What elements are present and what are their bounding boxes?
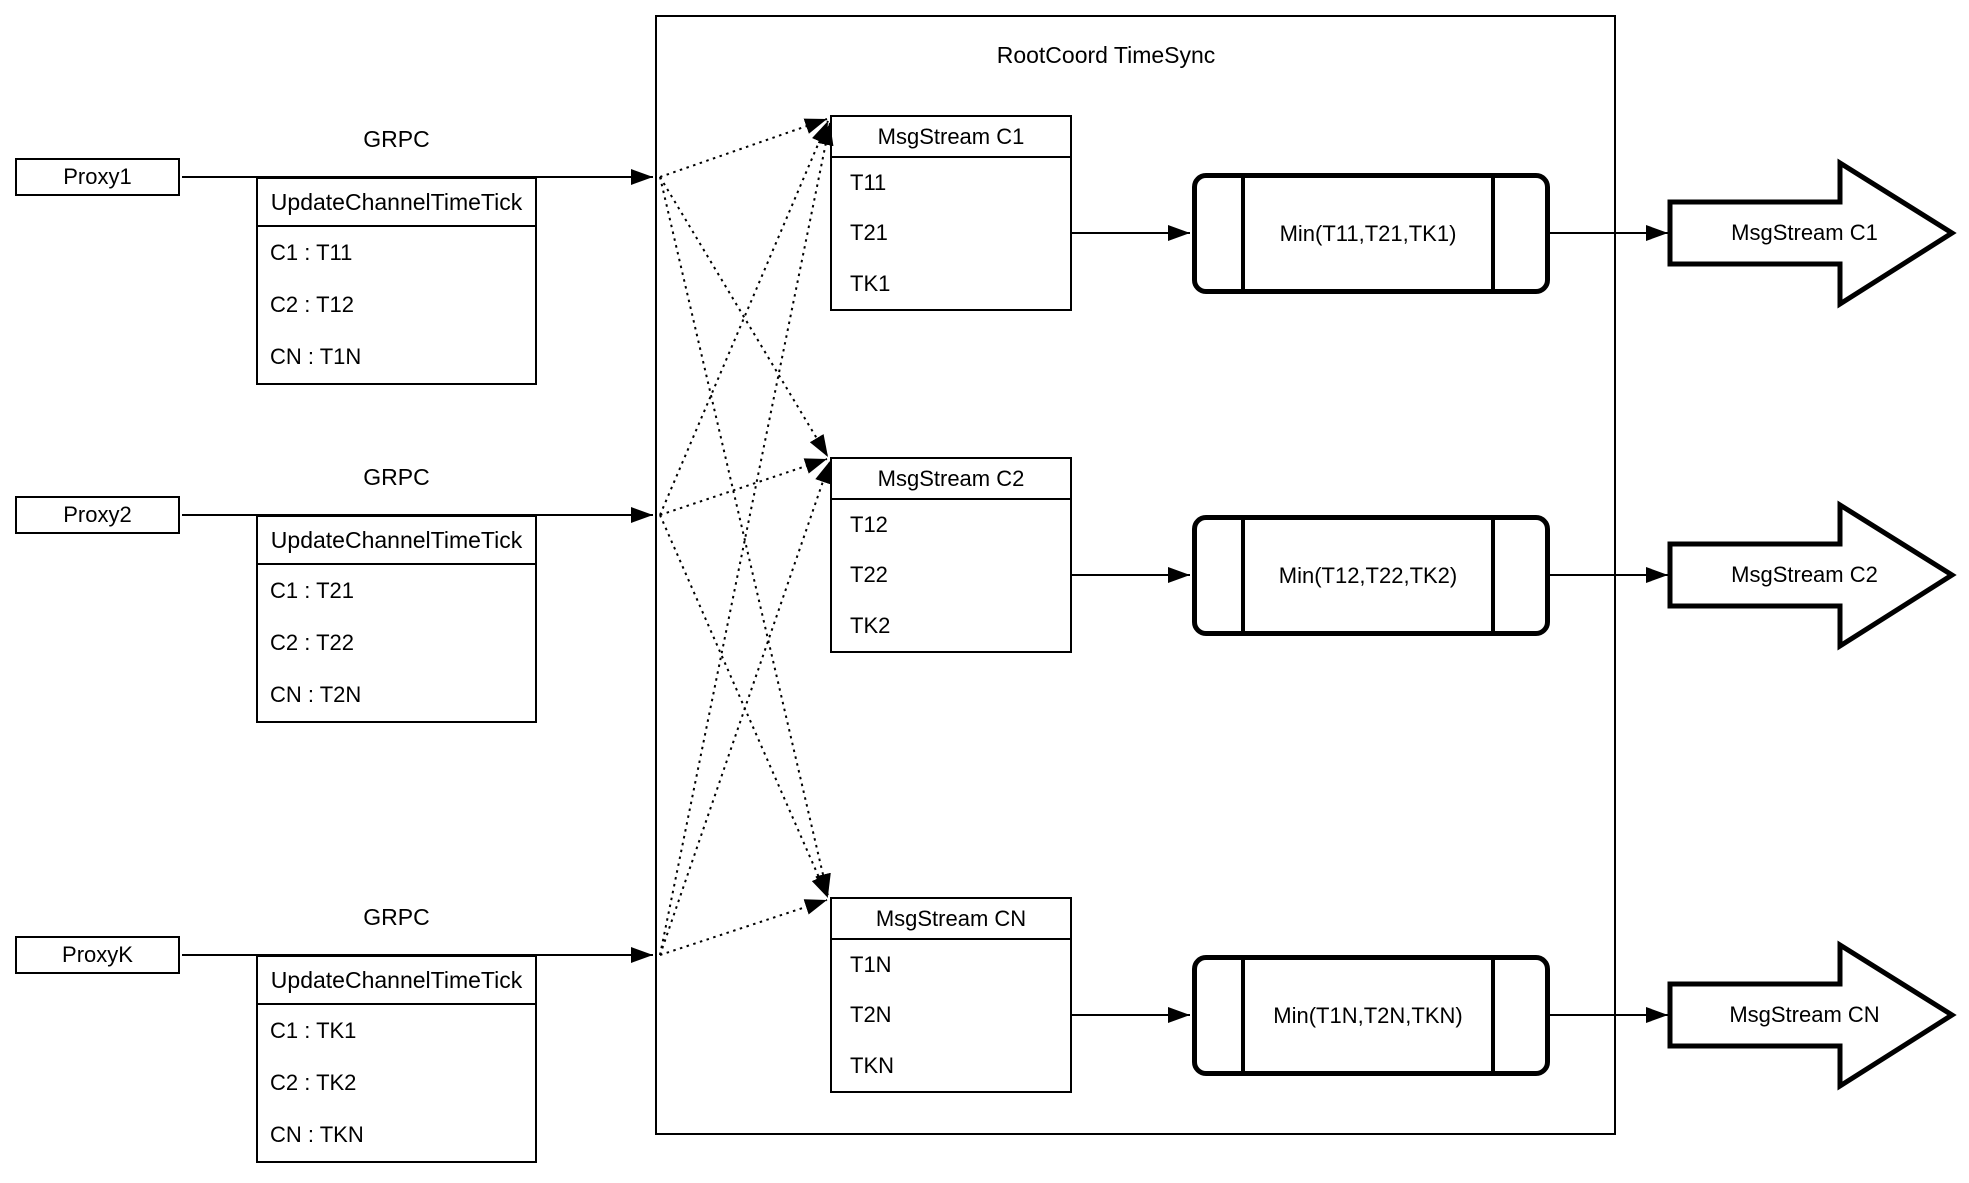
table-header: MsgStream C1	[832, 117, 1070, 158]
table-row: CN : TKN	[270, 1122, 364, 1147]
table-row: TKN	[850, 1052, 894, 1078]
divider	[1241, 520, 1245, 631]
output-arrow-shape-cn	[1667, 940, 1957, 1091]
divider	[1491, 960, 1495, 1071]
table-row: C2 : T12	[270, 292, 354, 317]
table-row: C1 : T21	[270, 578, 354, 603]
proxy1-box: Proxy1	[15, 158, 180, 196]
table-row: TK1	[850, 270, 891, 296]
min-label: Min(T12,T22,TK2)	[1278, 562, 1458, 588]
table-row: T22	[850, 562, 888, 588]
min-label: Min(T1N,T2N,TKN)	[1273, 1002, 1463, 1028]
table-row: CN : T2N	[270, 682, 362, 707]
divider	[1241, 178, 1245, 289]
grpc-label-3: GRPC	[363, 904, 430, 930]
table-row: C2 : TK2	[270, 1070, 357, 1095]
table-header: MsgStream C2	[832, 459, 1070, 500]
table-header: UpdateChannelTimeTick	[258, 517, 535, 565]
min-reducer-cn: Min(T1N,T2N,TKN)	[1192, 955, 1550, 1076]
min-reducer-c2: Min(T12,T22,TK2)	[1192, 515, 1550, 636]
grpc-label-2: GRPC	[363, 464, 430, 490]
output-arrow-label-c1: MsgStream C1	[1731, 220, 1878, 245]
table-row: T21	[850, 220, 888, 246]
divider	[1241, 960, 1245, 1071]
proxy1-label: Proxy1	[63, 164, 132, 189]
msgstream-c1-table: MsgStream C1 T11 T21 TK1	[830, 115, 1072, 311]
table-row: C2 : T22	[270, 630, 354, 655]
table-row: T11	[850, 170, 887, 196]
grpc-label-1: GRPC	[363, 126, 430, 152]
divider	[1491, 178, 1495, 289]
table-header: UpdateChannelTimeTick	[258, 957, 535, 1005]
update-channel-timetick-table-2: UpdateChannelTimeTick C1 : T21 C2 : T22 …	[256, 515, 537, 723]
table-row: T12	[850, 512, 888, 538]
min-reducer-c1: Min(T11,T21,TK1)	[1192, 173, 1550, 294]
update-channel-timetick-table-1: UpdateChannelTimeTick C1 : T11 C2 : T12 …	[256, 177, 537, 385]
table-row: CN : T1N	[270, 344, 362, 369]
table-row: T1N	[850, 952, 892, 978]
table-row: C1 : TK1	[270, 1018, 357, 1043]
update-channel-timetick-table-3: UpdateChannelTimeTick C1 : TK1 C2 : TK2 …	[256, 955, 537, 1163]
output-arrow-shape-c2	[1667, 500, 1957, 651]
output-arrow-shape-c1	[1667, 158, 1957, 309]
output-arrow-label-cn: MsgStream CN	[1729, 1002, 1880, 1027]
rootcoord-title: RootCoord TimeSync	[996, 42, 1216, 68]
msgstream-c2-table: MsgStream C2 T12 T22 TK2	[830, 457, 1072, 653]
table-row: T2N	[850, 1002, 892, 1028]
msgstream-cn-table: MsgStream CN T1N T2N TKN	[830, 897, 1072, 1093]
divider	[1491, 520, 1495, 631]
table-header: MsgStream CN	[832, 899, 1070, 940]
proxy2-box: Proxy2	[15, 496, 180, 534]
table-header: UpdateChannelTimeTick	[258, 179, 535, 227]
output-arrow-label-c2: MsgStream C2	[1731, 562, 1878, 587]
table-row: C1 : T11	[270, 240, 353, 265]
proxyk-label: ProxyK	[62, 942, 133, 967]
proxy2-label: Proxy2	[63, 502, 132, 527]
proxyk-box: ProxyK	[15, 936, 180, 974]
table-row: TK2	[850, 612, 891, 638]
min-label: Min(T11,T21,TK1)	[1279, 220, 1457, 246]
